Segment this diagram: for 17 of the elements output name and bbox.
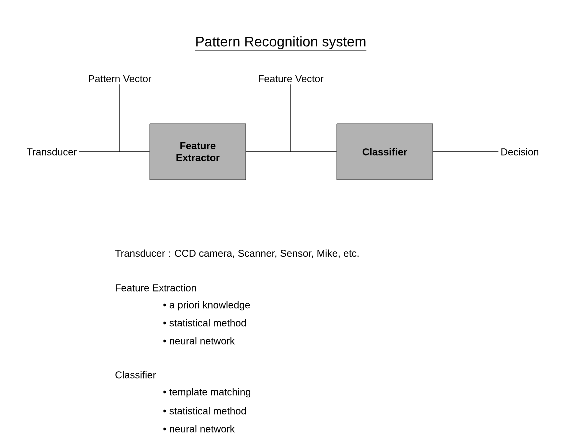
process-box: Feature Extractor xyxy=(150,124,246,180)
note-text: • neural network xyxy=(164,425,236,433)
note-text: • neural network xyxy=(164,337,236,345)
note-text: Feature Extraction xyxy=(116,284,196,292)
process-box: Classifier xyxy=(336,124,434,180)
signal-label: Feature Vector xyxy=(259,76,324,82)
note-text: • statistical method xyxy=(164,407,246,415)
signal-label: Decision xyxy=(502,148,539,156)
note-text: • a priori knowledge xyxy=(164,301,250,311)
note-text: • template matching xyxy=(164,388,251,398)
note-text: Classifier xyxy=(116,371,156,379)
note-text: • statistical method xyxy=(164,319,246,327)
leader-line xyxy=(290,84,292,152)
signal-label: Transducer xyxy=(27,148,77,156)
title: Pattern Recognition system xyxy=(195,36,367,52)
note-text: Transducer : CCD camera, Scanner, Sensor, Mike, etc. xyxy=(115,250,359,258)
signal-label: Pattern Vector xyxy=(89,76,152,82)
